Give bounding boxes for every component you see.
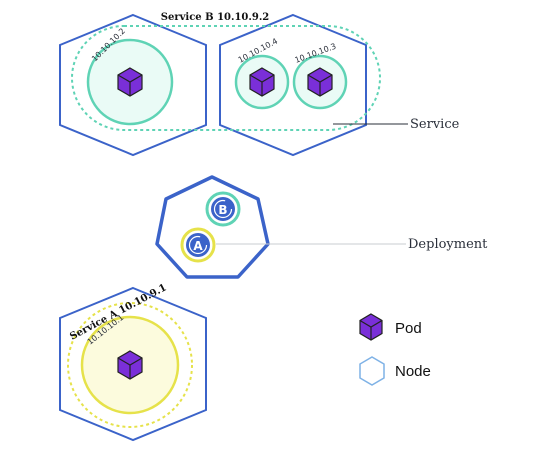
replicaset-a-letter: A [193,239,203,253]
legend-pod-label: Pod [395,320,422,337]
replicaset-a-icon: A [180,227,216,263]
pod-icon [117,67,143,97]
legend-node-label: Node [395,363,431,380]
node-top-right [219,13,367,157]
pod-icon [117,350,143,380]
service-b-label: Service B 10.10.9.2 [161,12,270,23]
node-bottom-left [59,286,207,442]
node-top-left [59,13,207,157]
deployment-shape [155,175,270,279]
node-legend-icon [359,356,385,386]
service-b-boundary [71,25,381,131]
pod-icon [249,67,275,97]
service-callout-label: Service [410,117,460,132]
replicaset-b-icon: B [205,191,241,227]
service-a-boundary [67,302,193,428]
pod-legend-icon [359,313,383,341]
deployment-callout-label: Deployment [408,237,488,252]
replicaset-b-letter: B [218,203,227,217]
pod-icon [307,67,333,97]
